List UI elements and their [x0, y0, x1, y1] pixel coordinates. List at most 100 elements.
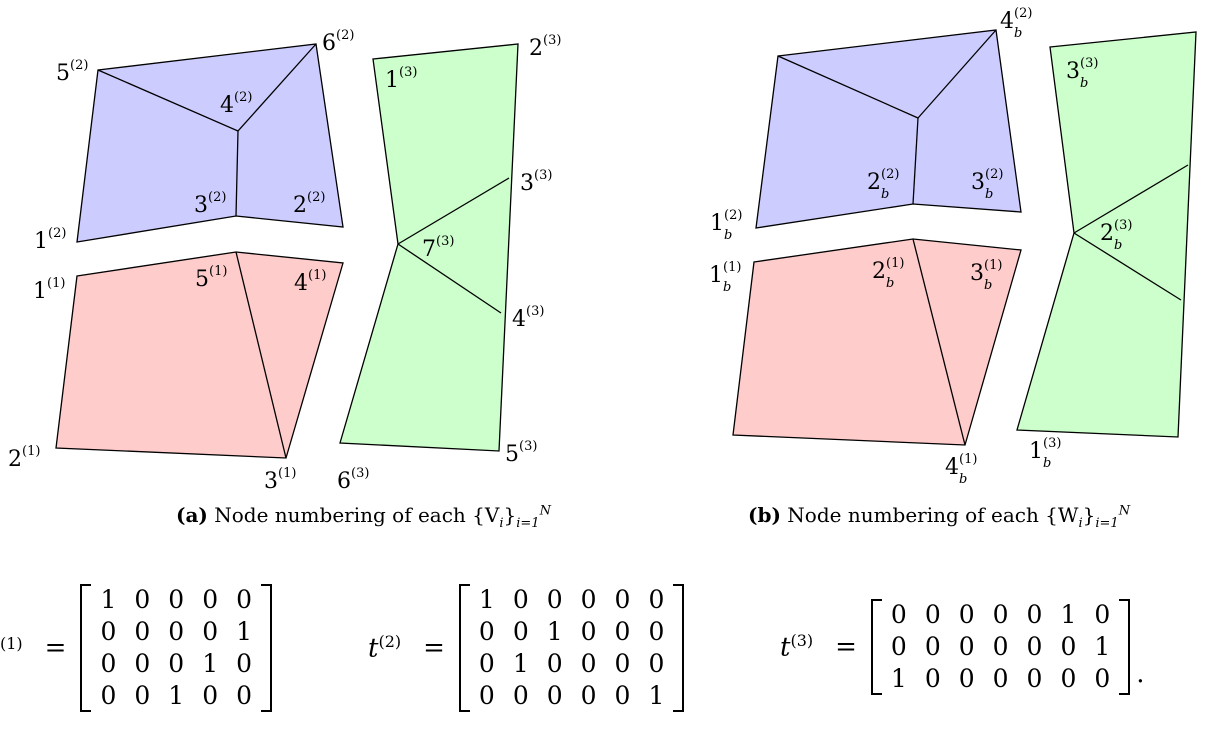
matrix-cell: 0: [546, 649, 563, 678]
node-label-r2: 2(1)b: [872, 256, 904, 291]
caption-b-range-sub: i=1: [1095, 516, 1119, 531]
matrix-cell: 0: [924, 600, 941, 629]
matrix-cell: 0: [168, 649, 185, 678]
node-label-e2: 2(1): [8, 444, 40, 472]
matrix-cell: 0: [202, 617, 219, 646]
caption-b-text: Node numbering of each {W: [787, 503, 1079, 527]
matrix-cell: 0: [614, 681, 631, 710]
matrix-cell: 0: [614, 585, 631, 614]
blue-region-a: [76, 43, 344, 243]
node-label-v3: 3(3)b: [1066, 56, 1098, 91]
node-label-g1: 1(3): [385, 65, 417, 93]
green-region-a: [339, 43, 519, 452]
node-label-g7: 7(3): [422, 234, 454, 262]
matrix-cell: 0: [958, 664, 975, 693]
matrix-cell: 0: [580, 617, 597, 646]
matrix-cell: 0: [1060, 632, 1077, 661]
caption-b-sub: i: [1078, 516, 1083, 531]
node-numbering-figure: 1(1) 2(1) 3(1) 4(1) 5(1) 1(2) 2(2) 3(2) 4(2) 5(2)…: [8, 6, 1197, 494]
matrix-cell: 0: [614, 649, 631, 678]
matrix-t1-equals: =: [44, 633, 67, 663]
matrix-cell: 0: [992, 600, 1009, 629]
caption-a: (a) Node numbering of each {Vi}i=1N: [176, 503, 551, 531]
matrix-cell: 1: [478, 585, 495, 614]
matrix-t2-name: t(2): [368, 632, 402, 664]
caption-b-tag: (b): [748, 503, 781, 527]
matrix-cell: 0: [512, 585, 529, 614]
node-label-b4: 4(2): [220, 90, 252, 118]
node-label-g6: 6(3): [337, 466, 369, 494]
caption-b-range-sup: N: [1118, 503, 1131, 519]
matrix-cell: 0: [992, 664, 1009, 693]
node-label-e5: 5(1): [195, 264, 227, 292]
node-label-b1: 1(2): [34, 226, 66, 254]
matrix-cell: 0: [546, 585, 563, 614]
node-label-g3: 3(3): [520, 168, 552, 196]
panel-a-node-labels: 1(1) 2(1) 3(1) 4(1) 5(1) 1(2) 2(2) 3(2) 4(2) 5(2)…: [8, 28, 561, 494]
matrix-cell: 0: [168, 617, 185, 646]
matrix-t3-period: .: [1136, 659, 1145, 689]
matrix-cell: 0: [478, 681, 495, 710]
node-label-r4: 4(1)b: [945, 452, 977, 487]
node-label-u1: 1(2)b: [710, 208, 742, 243]
caption-a-sub: i: [499, 516, 504, 531]
matrix-cell: 1: [512, 649, 529, 678]
node-label-e3: 3(1): [264, 466, 296, 494]
matrix-t3-equals: =: [835, 632, 857, 662]
node-label-b5: 5(2): [56, 58, 88, 86]
node-label-g4: 4(3): [512, 304, 544, 332]
matrix-cell: 0: [1094, 600, 1111, 629]
matrix-cell: 1: [1094, 632, 1111, 661]
blue-region-b: [755, 29, 1022, 229]
matrix-cell: 0: [648, 585, 665, 614]
node-label-b6: 6(2): [322, 28, 354, 56]
matrix-cell: 0: [924, 664, 941, 693]
matrix-cell: 1: [648, 681, 665, 710]
node-label-b3: 3(2): [194, 190, 226, 218]
matrix-cell: 0: [236, 681, 252, 710]
node-label-e1: 1(1): [33, 276, 65, 304]
caption-a-tag: (a): [176, 503, 208, 527]
node-label-g5: 5(3): [505, 439, 537, 467]
matrix-cell: 0: [648, 649, 665, 678]
matrix-cell: 1: [1060, 600, 1077, 629]
matrix-cell: 0: [1026, 664, 1043, 693]
node-label-b2: 2(2): [293, 190, 325, 218]
matrix-cell: 0: [202, 681, 219, 710]
node-label-e4: 4(1): [294, 268, 326, 296]
matrix-cell: 1: [168, 681, 185, 710]
matrix-cell: 0: [512, 617, 529, 646]
matrix-cell: 0: [1026, 632, 1043, 661]
matrix-cell: 1: [890, 664, 907, 693]
matrix-cell: 0: [236, 649, 252, 678]
matrix-cell: 0: [890, 632, 907, 661]
caption-a-range-sup: N: [539, 503, 551, 519]
matrix-cell: 0: [958, 632, 975, 661]
matrix-cell: 0: [992, 632, 1009, 661]
matrix-cell: 0: [512, 681, 529, 710]
red-region-a: [55, 251, 344, 459]
matrix-cell: 0: [1060, 664, 1077, 693]
node-label-v2: 2(3)b: [1100, 218, 1132, 253]
matrix-cell: 1: [236, 617, 252, 646]
node-label-g2: 2(3): [529, 33, 561, 61]
green-region-b: [1016, 31, 1197, 438]
matrix-cell: 0: [134, 649, 151, 678]
matrix-t3-name: t(3): [780, 631, 814, 663]
matrix-cell: 0: [202, 585, 219, 614]
matrix-cell: 1: [202, 649, 219, 678]
matrix-cell: 0: [134, 617, 151, 646]
